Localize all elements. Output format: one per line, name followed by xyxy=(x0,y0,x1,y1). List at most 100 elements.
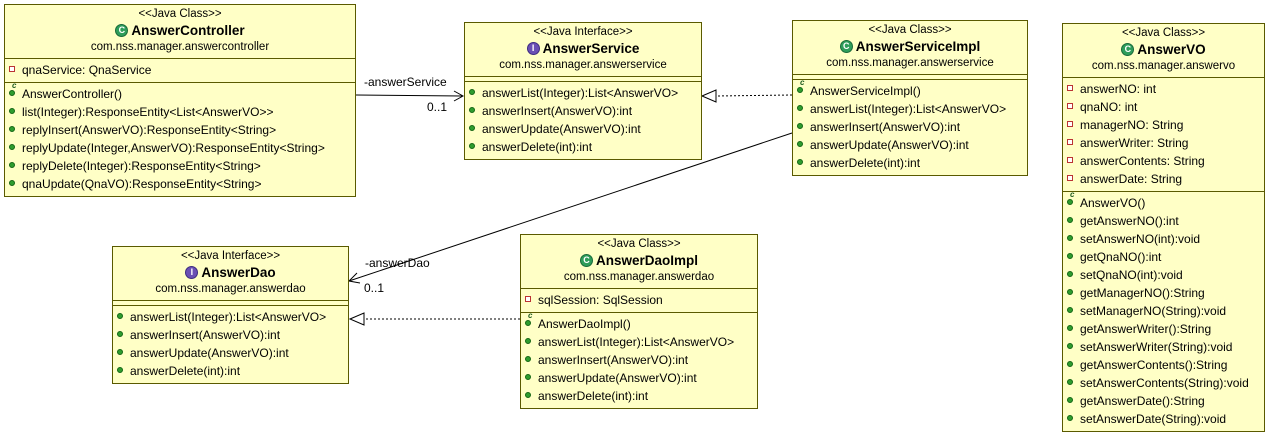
association-role-label: -answerService xyxy=(364,75,447,89)
method-text: answerList(Integer):List<AnswerVO> xyxy=(538,335,735,349)
constructor-marker-icon: c xyxy=(800,78,805,87)
class-name-text: AnswerController xyxy=(131,23,245,38)
class-icon: C xyxy=(839,39,853,53)
package-label: com.nss.manager.answervo xyxy=(1091,60,1236,72)
public-method-icon xyxy=(1067,361,1073,367)
public-method-icon xyxy=(117,313,123,319)
public-method-icon xyxy=(525,392,531,398)
field-text: answerNO: int xyxy=(1080,82,1157,96)
constructor-text: AnswerController() xyxy=(22,87,123,101)
constructor-text: AnswerDaoImpl() xyxy=(538,317,631,331)
public-method-icon xyxy=(9,108,15,114)
fields-section xyxy=(793,74,1027,79)
field-row: qnaNO: int xyxy=(1063,98,1264,116)
public-method-icon xyxy=(1067,343,1073,349)
private-field-icon xyxy=(1067,139,1073,145)
realization-serviceimpl-service xyxy=(715,94,793,97)
method-row: setAnswerNO(int):void xyxy=(1063,230,1264,248)
field-row: answerDate: String xyxy=(1063,170,1264,188)
package-label: com.nss.manager.answercontroller xyxy=(90,41,270,53)
method-text: getAnswerNO():int xyxy=(1080,214,1179,228)
stereotype-label: <<Java Class>> xyxy=(138,8,222,20)
public-method-icon xyxy=(1067,397,1073,403)
association-arrowhead xyxy=(347,272,361,284)
public-method-icon xyxy=(469,125,475,131)
public-method-icon xyxy=(469,107,475,113)
private-field-icon xyxy=(1067,103,1073,109)
class-name-text: AnswerService xyxy=(542,41,640,56)
method-text: answerDelete(int):int xyxy=(130,364,241,378)
method-text: list(Integer):ResponseEntity<List<Answer… xyxy=(22,105,274,119)
method-row: setQnaNO(int):void xyxy=(1063,266,1264,284)
interface-icon: I xyxy=(185,265,199,279)
method-row: getQnaNO():int xyxy=(1063,248,1264,266)
field-text: qnaNO: int xyxy=(1080,100,1138,114)
association-controller-service xyxy=(355,94,463,97)
method-row: answerUpdate(AnswerVO):int xyxy=(465,120,701,138)
method-row: setAnswerWriter(String):void xyxy=(1063,338,1264,356)
public-method-icon xyxy=(9,126,15,132)
method-row: setManagerNO(String):void xyxy=(1063,302,1264,320)
method-row: getAnswerNO():int xyxy=(1063,212,1264,230)
method-row: answerInsert(AnswerVO):int xyxy=(465,102,701,120)
fields-section xyxy=(465,76,701,81)
package-label: com.nss.manager.answerservice xyxy=(826,57,994,69)
class-name-text: AnswerServiceImpl xyxy=(855,39,981,54)
method-row: answerList(Integer):List<AnswerVO> xyxy=(521,333,757,351)
method-text: getAnswerContents():String xyxy=(1080,358,1228,372)
public-method-icon xyxy=(469,89,475,95)
constructor-marker-icon: c xyxy=(528,311,533,320)
method-text: replyInsert(AnswerVO):ResponseEntity<Str… xyxy=(22,123,277,137)
method-row: replyDelete(Integer):ResponseEntity<Stri… xyxy=(5,157,355,175)
method-row: getAnswerWriter():String xyxy=(1063,320,1264,338)
class-icon: C xyxy=(579,253,593,267)
method-text: setQnaNO(int):void xyxy=(1080,268,1183,282)
public-method-icon xyxy=(9,144,15,150)
public-method-icon xyxy=(1067,235,1073,241)
public-method-icon xyxy=(1067,289,1073,295)
field-text: answerDate: String xyxy=(1080,172,1183,186)
field-text: answerWriter: String xyxy=(1080,136,1189,150)
method-row: answerUpdate(AnswerVO):int xyxy=(521,369,757,387)
association-role-label: -answerDao xyxy=(365,256,430,270)
private-field-icon xyxy=(1067,175,1073,181)
method-row: answerDelete(int):int xyxy=(793,154,1027,172)
constructor-icon xyxy=(9,90,15,96)
field-row: answerNO: int xyxy=(1063,80,1264,98)
association-serviceimpl-dao xyxy=(348,132,793,282)
method-row: answerInsert(AnswerVO):int xyxy=(113,326,348,344)
package-label: com.nss.manager.answerservice xyxy=(499,59,667,71)
interface-icon: I xyxy=(526,41,540,55)
method-text: answerUpdate(AnswerVO):int xyxy=(482,122,641,136)
methods-section: answerList(Integer):List<AnswerVO>answer… xyxy=(113,305,348,383)
field-text: sqlSession: SqlSession xyxy=(538,293,663,307)
fields-section xyxy=(113,300,348,305)
stereotype-label: <<Java Class>> xyxy=(868,24,952,36)
method-text: setManagerNO(String):void xyxy=(1080,304,1227,318)
method-row: answerInsert(AnswerVO):int xyxy=(793,118,1027,136)
constructor-icon xyxy=(797,87,803,93)
public-method-icon xyxy=(1067,271,1073,277)
method-row: answerUpdate(AnswerVO):int xyxy=(793,136,1027,154)
method-row: answerUpdate(AnswerVO):int xyxy=(113,344,348,362)
stereotype-label: <<Java Interface>> xyxy=(180,250,281,262)
method-row: setAnswerDate(String):void xyxy=(1063,410,1264,428)
public-method-icon xyxy=(9,162,15,168)
class-icon: C xyxy=(1121,42,1135,56)
